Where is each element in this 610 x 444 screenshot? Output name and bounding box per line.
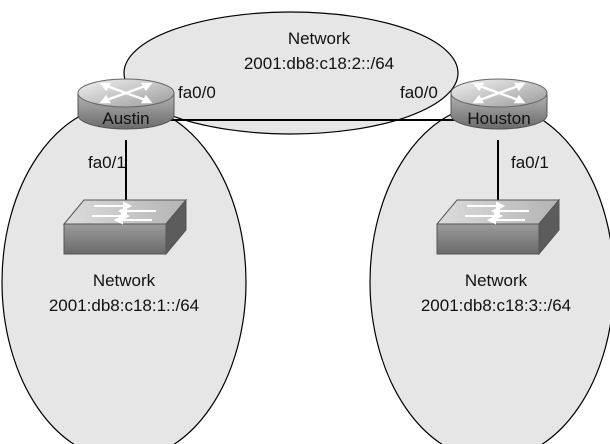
austin-lan-interface-label: fa0/1 xyxy=(88,153,126,172)
austin-router-label: Austin xyxy=(102,109,149,128)
austin-router-icon xyxy=(77,78,175,130)
austin-switch-icon xyxy=(62,198,188,256)
houston-router-label: Houston xyxy=(467,109,530,128)
top-network-prefix: 2001:db8:c18:2::/64 xyxy=(244,54,394,73)
network-ellipse-top xyxy=(123,11,459,135)
top-network-title: Network xyxy=(288,29,351,48)
right-network-prefix: 2001:db8:c18:3::/64 xyxy=(421,296,571,315)
houston-lan-interface-label: fa0/1 xyxy=(511,153,549,172)
left-network-title: Network xyxy=(93,271,156,290)
left-network-prefix: 2001:db8:c18:1::/64 xyxy=(49,296,199,315)
houston-wan-interface-label: fa0/0 xyxy=(400,83,438,102)
houston-router-icon xyxy=(450,78,548,130)
right-network-title: Network xyxy=(465,271,528,290)
austin-wan-interface-label: fa0/0 xyxy=(178,83,216,102)
houston-switch-icon xyxy=(435,198,561,256)
